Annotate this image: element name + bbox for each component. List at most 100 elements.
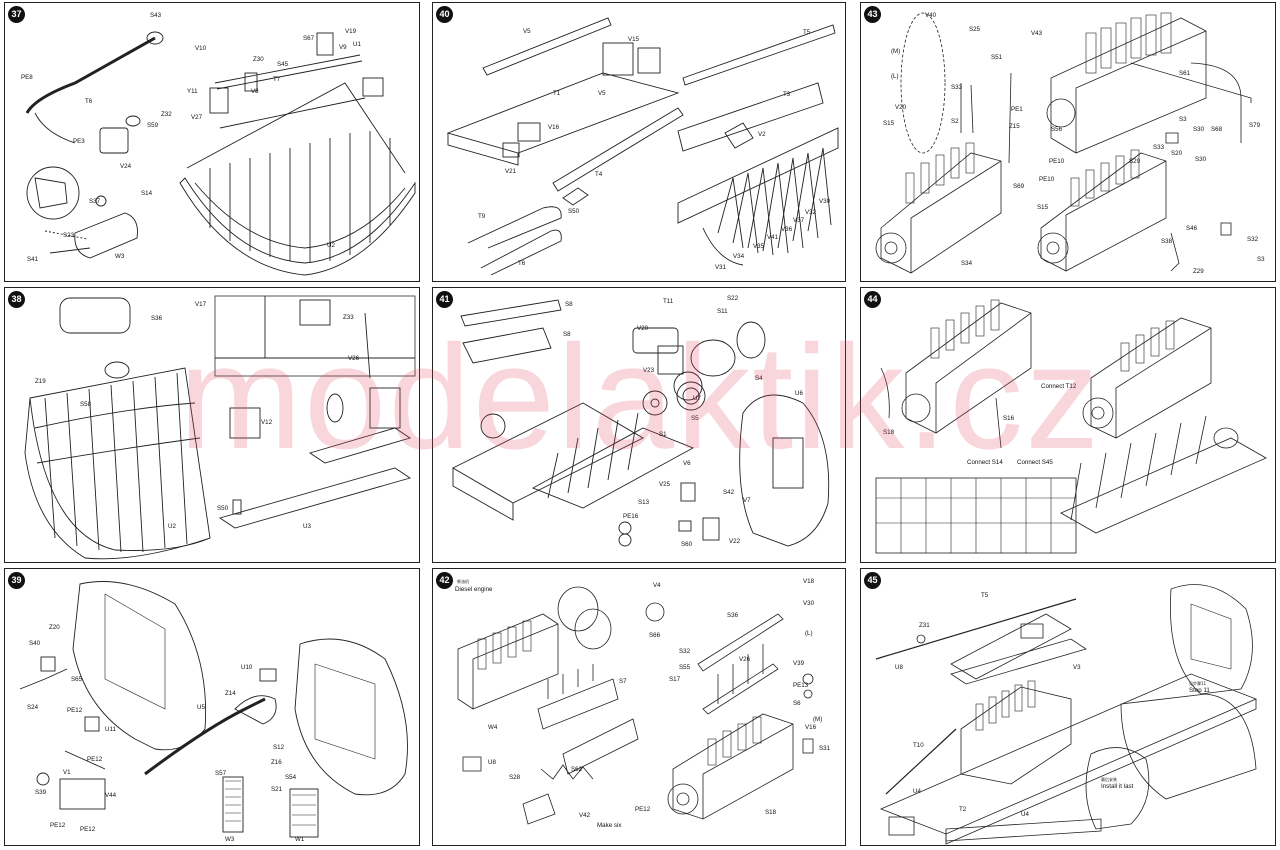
part-label: T9 — [478, 213, 486, 220]
part-label: (M) — [813, 716, 822, 723]
part-label: S30 — [1195, 156, 1207, 163]
part-label: V26 — [739, 656, 751, 663]
part-label: V4 — [653, 582, 661, 589]
part-label: S67 — [303, 35, 315, 42]
part-label: 最后安装 — [1101, 776, 1117, 782]
part-label: V40 — [925, 12, 937, 19]
part-label: V16 — [805, 724, 817, 731]
part-label: V12 — [261, 419, 273, 426]
step-panel-45: 45 — [860, 568, 1276, 846]
step-number: 40 — [436, 6, 453, 23]
part-label: Z15 — [1009, 123, 1020, 130]
part-label: S79 — [1249, 122, 1261, 129]
step-panel-44: 44 — [860, 287, 1276, 563]
part-label: PE10 — [1049, 158, 1065, 165]
part-label: V3 — [1073, 664, 1081, 671]
part-label: Z32 — [161, 111, 172, 118]
part-label: U10 — [241, 664, 253, 671]
part-label: PE10 — [1039, 176, 1055, 183]
part-label: S16 — [1003, 415, 1015, 422]
part-label: V27 — [191, 114, 203, 121]
part-label: S8 — [563, 331, 571, 338]
part-label: S3 — [1257, 256, 1265, 263]
part-label: V24 — [120, 163, 132, 170]
part-label: Step 11 — [1189, 687, 1210, 694]
part-label: V41 — [767, 234, 779, 241]
step-panel-43: 43 — [860, 2, 1276, 282]
part-label: U1 — [353, 41, 361, 48]
part-label: U7 — [693, 395, 701, 402]
part-label: U8 — [895, 664, 903, 671]
part-label: Z33 — [343, 314, 354, 321]
part-label: U8 — [488, 759, 496, 766]
part-label: S15 — [1037, 204, 1049, 211]
part-label: T3 — [783, 91, 791, 98]
part-label: S60 — [681, 541, 693, 548]
part-label: S45 — [277, 61, 289, 68]
part-label: PE12 — [80, 826, 96, 833]
part-label: V42 — [579, 812, 591, 819]
step-panel-39: 39 — [4, 568, 420, 846]
part-label: S69 — [1013, 183, 1025, 190]
assembly-diagram: S36 V17 Z19 S58 Z33 V26 V12 S50 U2 U3 — [24, 295, 416, 560]
assembly-diagram: T5 Z31 U8 V3 见步骤11 Step 11 T10 U4 T2 U4 … — [875, 584, 1258, 845]
part-label: Z20 — [49, 624, 60, 631]
part-label: T2 — [959, 806, 967, 813]
part-label: S23 — [63, 232, 75, 239]
assembly-diagram: Z20 S40 S65 S24 PE12 U11 Z14 U10 U5 S12 … — [19, 581, 408, 843]
part-label: V23 — [643, 367, 655, 374]
part-label: S13 — [638, 499, 650, 506]
part-label: S17 — [669, 676, 681, 683]
part-label: V9 — [339, 44, 347, 51]
part-label: PE12 — [87, 756, 103, 763]
part-label: S50 — [568, 208, 580, 215]
part-label: PE8 — [21, 74, 33, 81]
assembly-diagram: V40 S25 V43 (M) (L) V20 S15 S33 S51 S61 … — [875, 12, 1265, 275]
part-label: V2 — [758, 131, 766, 138]
part-label: S57 — [215, 770, 227, 777]
part-label: S58 — [80, 401, 92, 408]
assembly-diagram: S16 S18 Connect S14 Connect S45 Connect … — [875, 299, 1267, 554]
part-label: Z19 — [35, 378, 46, 385]
step-number: 38 — [8, 291, 25, 308]
step-number: 45 — [864, 572, 881, 589]
part-label: PE1 — [1011, 106, 1023, 113]
part-label: T7 — [273, 76, 281, 83]
part-label: S21 — [271, 786, 283, 793]
part-label: S36 — [727, 612, 739, 619]
part-label: T5 — [803, 29, 811, 36]
part-label: S4 — [755, 375, 763, 382]
part-label: S28 — [509, 774, 521, 781]
part-label: S24 — [27, 704, 39, 711]
part-label: U3 — [303, 523, 311, 530]
part-label: Z30 — [253, 56, 264, 63]
part-label: PE12 — [50, 822, 66, 829]
part-label: S3 — [1179, 116, 1187, 123]
part-label: T6 — [85, 98, 93, 105]
part-label: Diesel engine — [455, 586, 493, 593]
part-label: S68 — [1211, 126, 1223, 133]
part-label: V1 — [63, 769, 71, 776]
step-panel-42: 42 — [432, 568, 846, 846]
part-label: Z29 — [1193, 268, 1204, 275]
part-label: S56 — [1051, 126, 1063, 133]
part-label: V31 — [715, 264, 727, 271]
part-label: V39 — [793, 660, 805, 667]
part-label: V35 — [753, 243, 765, 250]
part-label: Z16 — [271, 759, 282, 766]
step-panel-38: 38 — [4, 287, 420, 563]
part-label: V8 — [251, 88, 259, 95]
part-label: S38 — [1161, 238, 1173, 245]
part-label: S6 — [793, 700, 801, 707]
part-label: V20 — [895, 104, 907, 111]
step-number: 42 — [436, 572, 453, 589]
part-label: S12 — [273, 744, 285, 751]
part-label: S15 — [883, 120, 895, 127]
part-label: U5 — [197, 704, 205, 711]
part-label: S41 — [27, 256, 39, 263]
part-label: Install it last — [1101, 783, 1134, 790]
part-label: S54 — [285, 774, 297, 781]
part-label: (M) — [891, 48, 900, 55]
part-label: T4 — [595, 171, 603, 178]
